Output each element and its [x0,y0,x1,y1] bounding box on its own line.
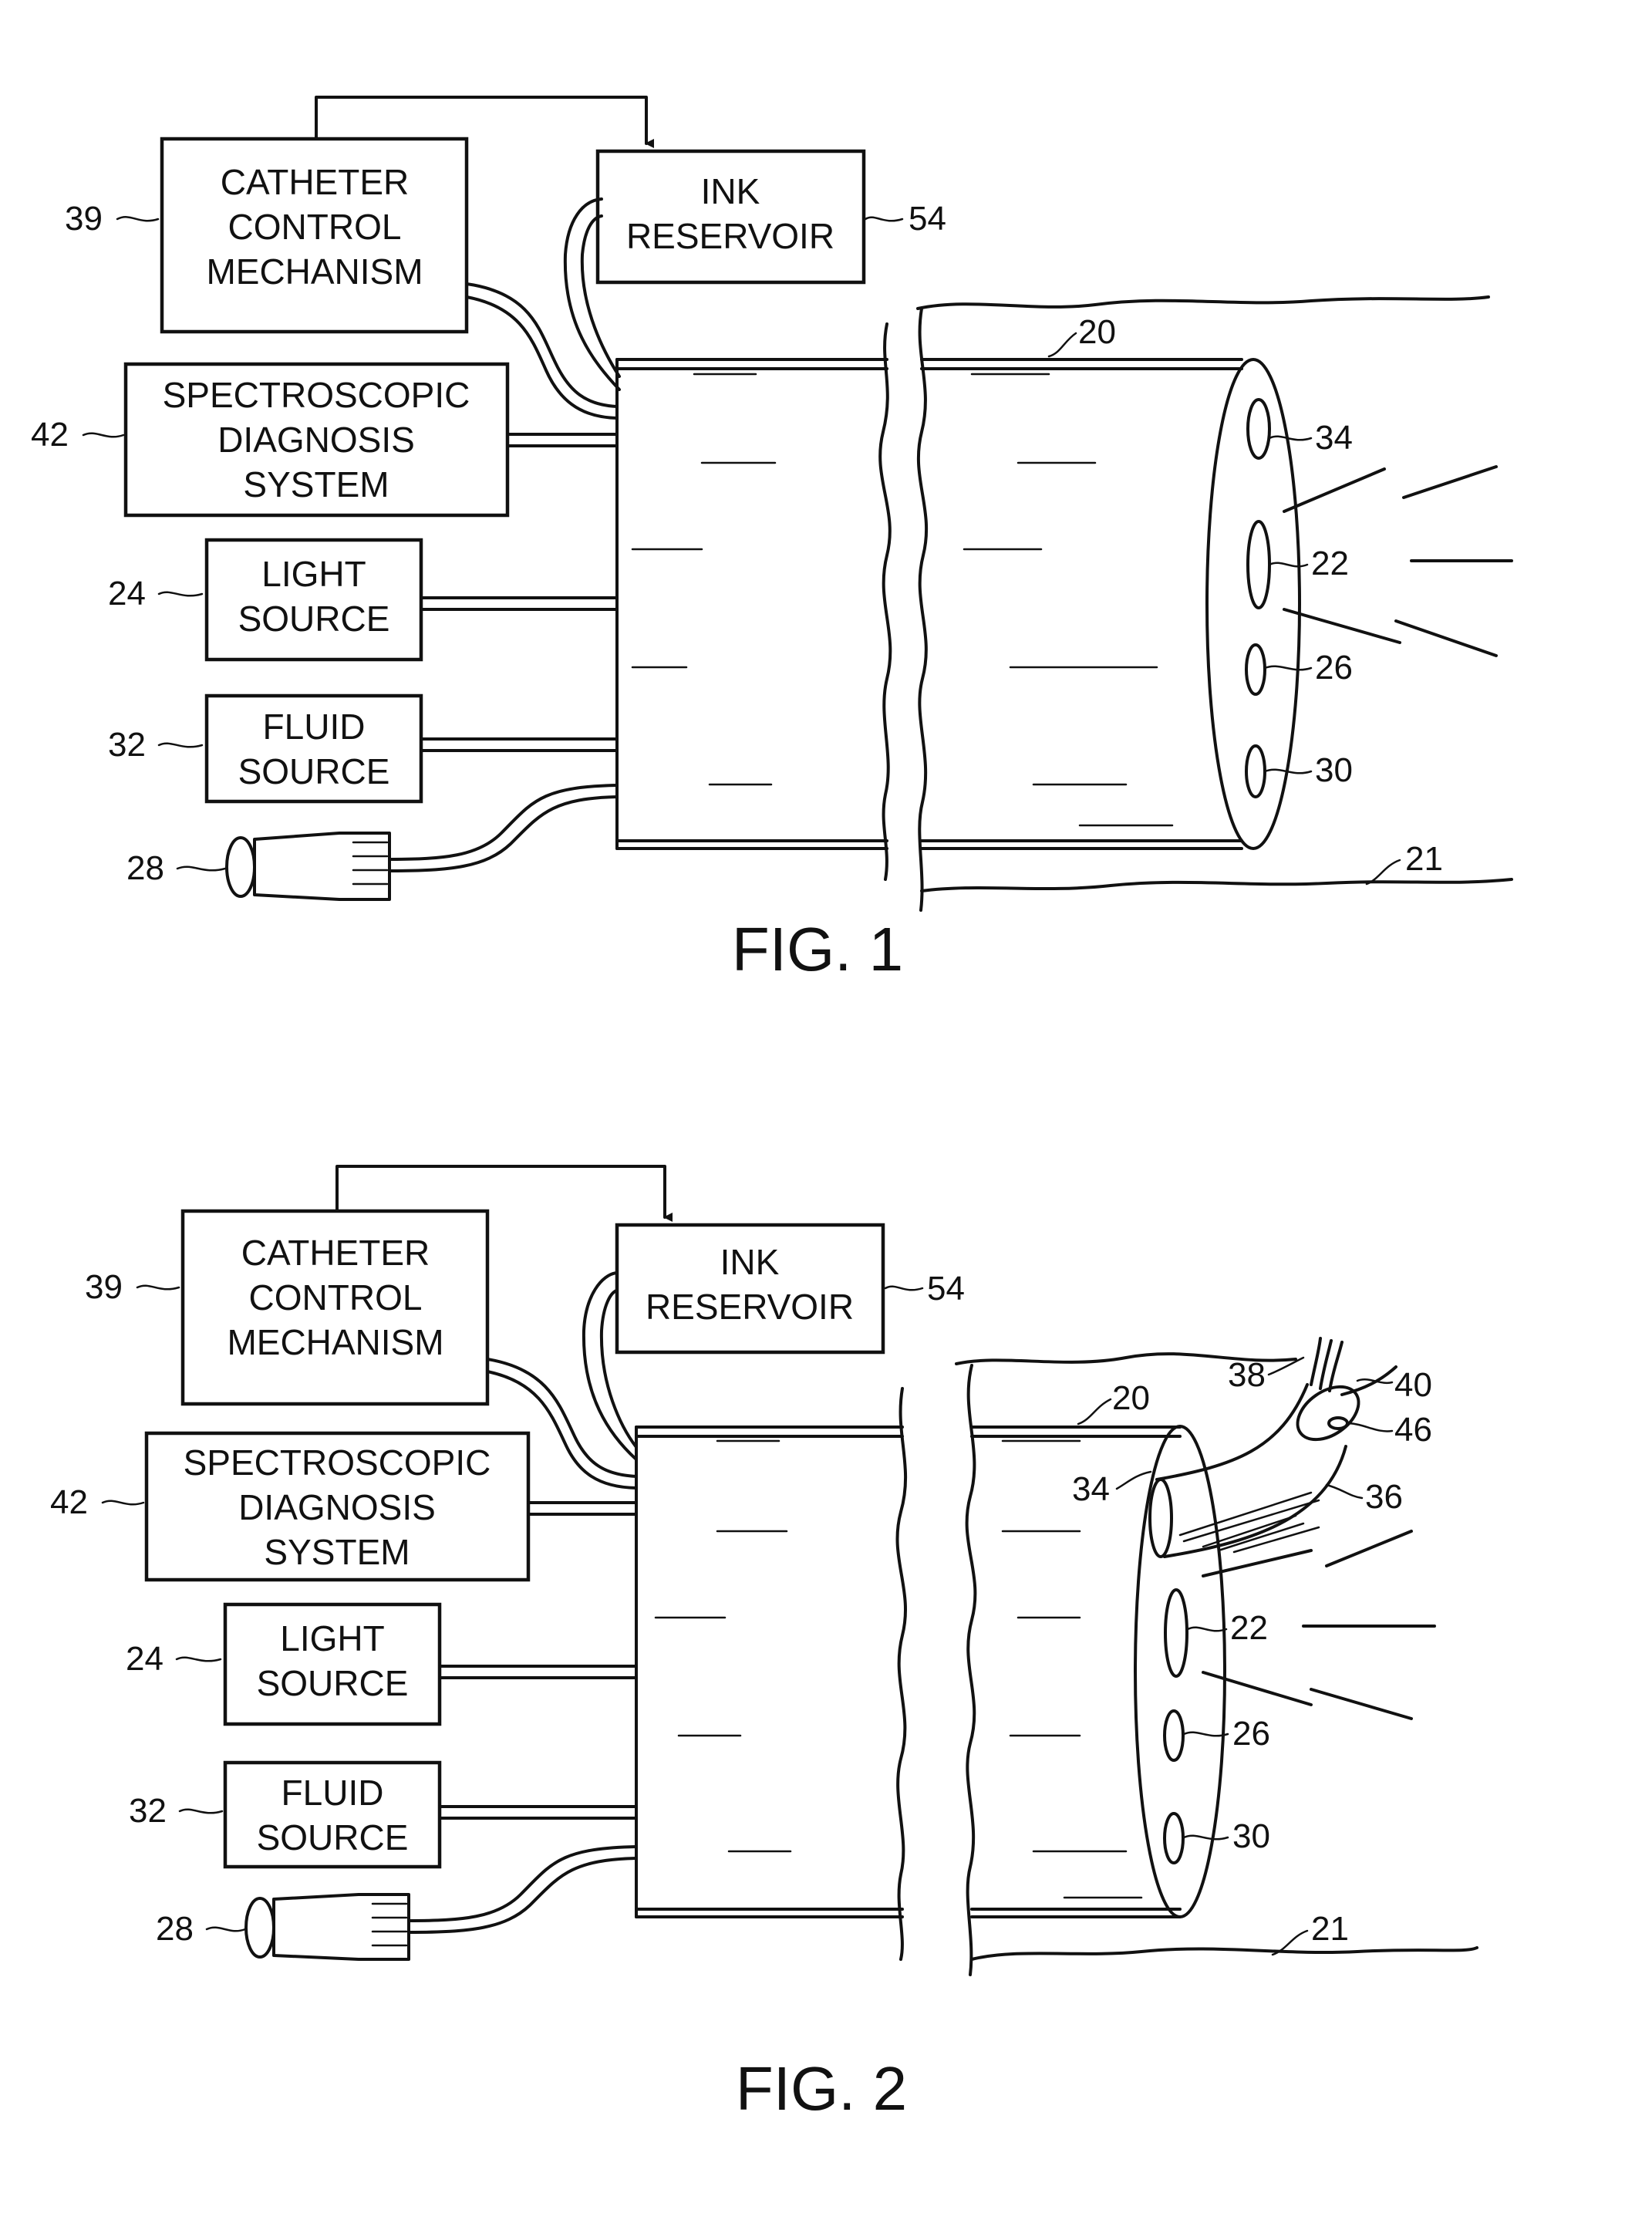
fig1-ref-54: 54 [909,200,946,238]
fig2-catheter-control-box: CATHETER CONTROL MECHANISM [183,1211,487,1404]
fig2-catheter-body [636,1365,1225,1975]
fig1-catheter-line2: CONTROL [228,207,402,247]
fig2-spectro-line1: SPECTROSCOPIC [184,1442,491,1483]
fig2-fluid-line2: SOURCE [257,1817,409,1857]
fig2-ref-28: 28 [156,1910,194,1948]
fig2-light-line2: SOURCE [257,1663,409,1703]
fig1-ref-24: 24 [108,575,146,612]
fig1-light-line2: SOURCE [238,599,390,639]
fig2-spectroscopic-box: SPECTROSCOPIC DIAGNOSIS SYSTEM [147,1433,528,1580]
fig1-ref-26: 26 [1315,649,1353,687]
fig1-ink-line1: INK [701,171,760,211]
fig2-ref-22: 22 [1230,1609,1268,1647]
fig1-ref-22: 22 [1311,545,1349,582]
fig2-ref-38: 38 [1228,1356,1266,1394]
fig1-ref-20: 20 [1078,313,1116,351]
fig1-feedback-arrow [316,97,646,143]
fig1-ref-28: 28 [126,849,164,887]
fig1-ports [1246,400,1269,797]
fig2-ink-line2: RESERVOIR [646,1287,854,1327]
fig2-ref-21: 21 [1311,1910,1349,1948]
figure-1: CATHETER CONTROL MECHANISM INK RESERVOIR… [31,97,1512,984]
fig2-ref-39: 39 [85,1268,123,1306]
fig2-ref-32: 32 [129,1792,167,1830]
fig1-light-line1: LIGHT [261,554,366,594]
fig1-tissue-wall [918,297,1512,891]
fig2-ref-34: 34 [1072,1470,1110,1508]
fig2-ink-line1: INK [720,1242,780,1282]
fig1-ref-42: 42 [31,416,69,454]
fig2-catheter-line2: CONTROL [249,1277,423,1318]
fig1-ref-34: 34 [1315,419,1353,457]
fig2-ref-42: 42 [50,1483,88,1521]
fig2-caption: FIG. 2 [736,2054,907,2123]
fig1-ref-39: 39 [65,200,103,238]
fig1-spectro-line1: SPECTROSCOPIC [163,375,470,415]
fig1-catheter-control-box: CATHETER CONTROL MECHANISM [162,139,467,332]
fig2-spectro-line3: SYSTEM [264,1532,410,1572]
fig2-ref-36: 36 [1365,1478,1403,1516]
fig1-fluid-source-box: FLUID SOURCE [207,696,421,801]
fig1-spectro-line2: DIAGNOSIS [217,420,415,460]
fig2-ref-24: 24 [126,1640,164,1678]
fig1-light-source-box: LIGHT SOURCE [207,540,421,660]
figure-2: CATHETER CONTROL MECHANISM INK RESERVOIR… [50,1166,1477,2123]
fig1-caption: FIG. 1 [732,915,903,984]
fig2-fluid-source-box: FLUID SOURCE [225,1763,440,1867]
fig1-catheter-body [617,309,1300,910]
fig1-spectro-line3: SYSTEM [243,464,389,504]
fig2-spectro-line2: DIAGNOSIS [238,1487,436,1527]
fig2-ink-reservoir-box: INK RESERVOIR [617,1225,883,1352]
fig2-ref-30: 30 [1232,1817,1270,1855]
fig2-ref-46: 46 [1394,1411,1432,1449]
fig1-catheter-line1: CATHETER [221,162,410,202]
fig2-light-source-box: LIGHT SOURCE [225,1604,440,1724]
fig1-catheter-line3: MECHANISM [206,251,423,292]
fig1-fluid-line2: SOURCE [238,751,390,791]
fig1-ink-reservoir-box: INK RESERVOIR [598,151,864,282]
fig1-ref-32: 32 [108,726,146,764]
fig2-ref-54: 54 [927,1270,965,1307]
fig2-ref-20: 20 [1112,1379,1150,1417]
fig2-catheter-line3: MECHANISM [227,1322,443,1362]
fig1-ref-30: 30 [1315,751,1353,789]
fig1-ref-21: 21 [1405,840,1443,878]
fig2-ref-40: 40 [1394,1366,1432,1404]
fig2-catheter-line1: CATHETER [241,1233,430,1273]
fig2-syringe [246,1895,409,1959]
fig2-light-line1: LIGHT [280,1618,384,1658]
fig2-fluid-line1: FLUID [282,1773,384,1813]
fig1-spectroscopic-box: SPECTROSCOPIC DIAGNOSIS SYSTEM [126,364,507,515]
fig2-ports [1165,1590,1187,1863]
fig1-syringe [227,833,389,899]
fig1-ink-line2: RESERVOIR [626,216,834,256]
fig2-ink-tube [1150,1338,1396,1557]
fig1-fluid-line1: FLUID [263,707,366,747]
fig2-ref-26: 26 [1232,1715,1270,1753]
